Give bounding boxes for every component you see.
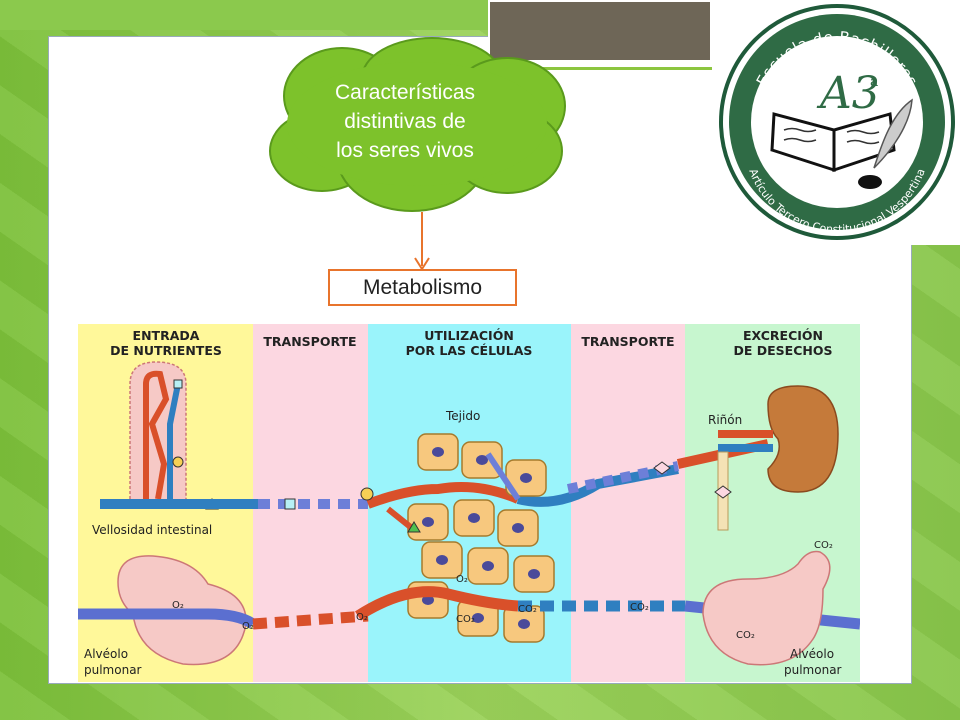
right-alveolus — [702, 550, 831, 666]
metabolism-label: Metabolismo — [362, 275, 483, 299]
gas-o2-alveolus: O₂ — [172, 600, 184, 611]
column-title-0-line2: DE NUTRIENTES — [110, 343, 222, 358]
metabolism-diagram: ENTRADA DE NUTRIENTES TRANSPORTE UTILIZA… — [78, 324, 860, 682]
column-title-2-line1: UTILIZACIÓN — [424, 328, 514, 343]
gas-o2-vessel-left: O₂ — [242, 621, 254, 632]
villus-label: Vellosidad intestinal — [92, 523, 212, 537]
gas-co2-right-vessel: CO₂ — [736, 630, 755, 641]
column-transport-1 — [253, 324, 368, 682]
logo-monogram-sup: a — [870, 74, 878, 90]
column-title-1: TRANSPORTE — [263, 334, 356, 349]
gas-o2-vessel-mid: O₂ — [356, 612, 368, 623]
metabolism-box: Metabolismo — [328, 269, 517, 306]
tissue-cells — [386, 433, 555, 643]
open-book-icon — [770, 112, 896, 173]
column-title-3: TRANSPORTE — [581, 334, 674, 349]
title-cloud — [269, 37, 566, 212]
gas-co2-tissue-vessel: CO₂ — [518, 604, 537, 615]
cloud-line-3: los seres vivos — [336, 139, 474, 162]
alveolus-right-label-1: Alvéolo — [790, 647, 834, 661]
kidney-label: Riñón — [708, 413, 742, 427]
column-title-0-line1: ENTRADA — [133, 328, 200, 343]
column-title-2-line2: POR LAS CÉLULAS — [406, 343, 533, 358]
logo-monogram: A3 — [816, 68, 880, 119]
tissue-label: Tejido — [445, 409, 480, 423]
gas-co2-transport: CO₂ — [630, 602, 649, 613]
gas-o2-tissue: O₂ — [456, 574, 468, 585]
alveolus-left-label-1: Alvéolo — [84, 647, 128, 661]
alveolus-right-label-2: pulmonar — [784, 663, 842, 677]
gas-co2-right-top: CO₂ — [814, 540, 833, 551]
quill-pen-icon — [858, 98, 913, 189]
intestinal-villus — [129, 361, 219, 510]
accent-line — [488, 67, 718, 70]
column-title-4-line1: EXCRECIÓN — [743, 328, 823, 343]
cloud-line-2: distintivas de — [344, 110, 466, 133]
school-logo: Escuela de Bachilleres Artículo Tercero … — [712, 0, 960, 245]
gas-co2-tissue: CO₂ — [456, 614, 475, 625]
down-arrow-icon — [414, 212, 430, 271]
kidney — [714, 385, 839, 531]
column-transport-2 — [571, 324, 685, 682]
cloud-line-1: Características — [334, 81, 476, 104]
title-placeholder-box — [488, 0, 712, 62]
column-title-4-line2: DE DESECHOS — [734, 343, 833, 358]
alveolus-left-label-2: pulmonar — [84, 663, 142, 677]
cloud-title: Características distintivas de los seres… — [300, 78, 510, 165]
